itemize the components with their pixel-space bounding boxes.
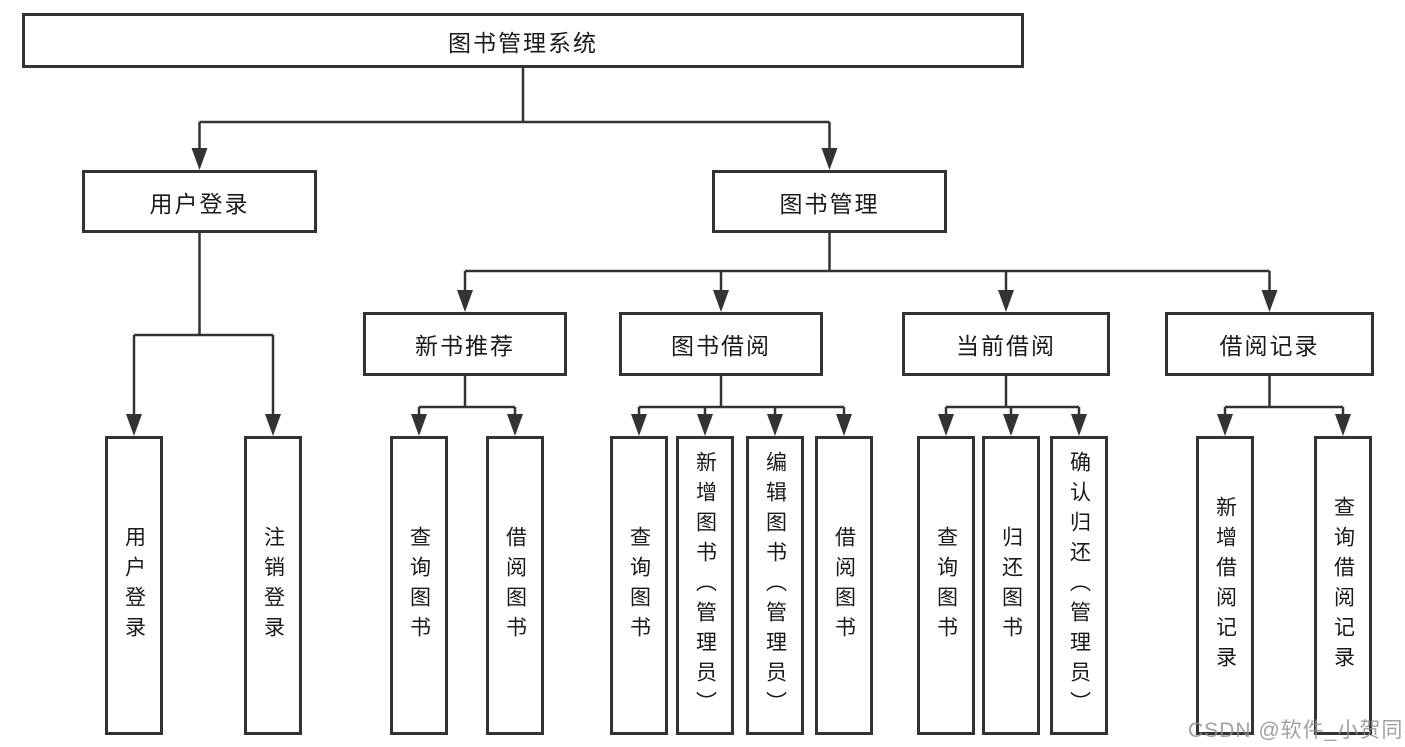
leaf-record-query-borrow-record: 查询借阅记录 [1314,436,1372,735]
leaf-recommend-query-book: 查询图书 [390,436,448,735]
leaf-borrow-edit-book-admin: 编辑图书（管理员） [746,436,804,735]
leaf-borrow-query-book: 查询图书 [610,436,668,735]
leaf-borrow-borrow-book: 借阅图书 [815,436,873,735]
node-current-borrow: 当前借阅 [902,312,1110,376]
leaf-current-query-book: 查询图书 [917,436,975,735]
node-book-borrow: 图书借阅 [619,312,823,376]
leaf-current-return-book: 归还图书 [982,436,1040,735]
connector-lines [132,68,1345,418]
leaf-record-add-borrow-record: 新增借阅记录 [1196,436,1254,735]
leaf-borrow-add-book-admin: 新增图书（管理员） [676,436,734,735]
node-borrow-record: 借阅记录 [1165,312,1374,376]
leaf-recommend-borrow-book: 借阅图书 [486,436,544,735]
node-user-login: 用户登录 [82,170,317,233]
leaf-current-confirm-return-admin: 确认归还（管理员） [1050,436,1108,735]
csdn-watermark: CSDN @软件_小贺同学 [1188,719,1405,742]
node-new-book-recommend: 新书推荐 [363,312,567,376]
leaf-user-login: 用户登录 [105,436,163,735]
leaf-logout: 注销登录 [244,436,302,735]
node-book-management: 图书管理 [712,170,947,233]
node-root-system: 图书管理系统 [22,13,1024,68]
